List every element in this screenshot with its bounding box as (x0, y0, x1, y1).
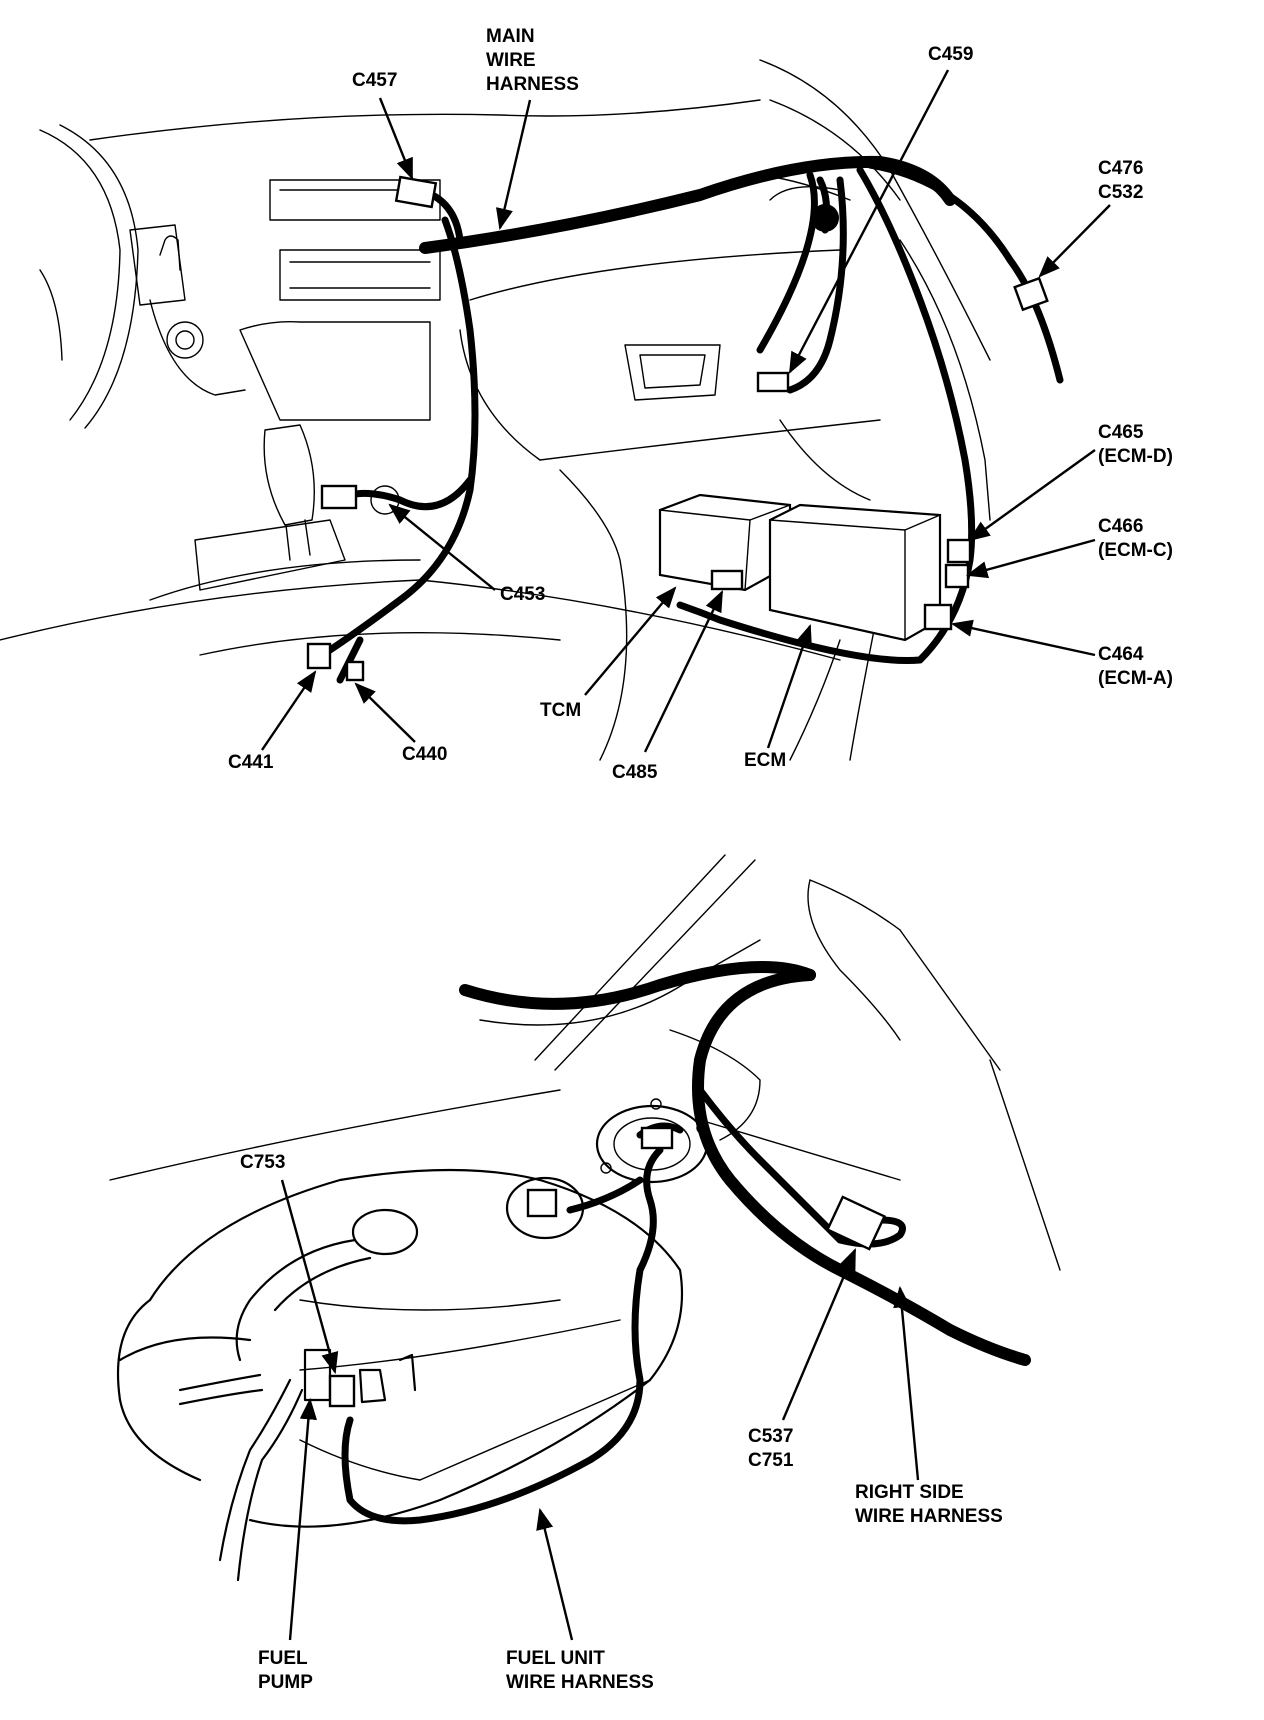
right-side-wire-harness-label-1: RIGHT SIDE (855, 1482, 964, 1503)
c466-connector (944, 563, 970, 589)
c485-label: C485 (612, 762, 658, 783)
main-wire-harness-label-3: HARNESS (486, 74, 579, 95)
c465-label: C465 (1098, 422, 1144, 443)
c753-label: C753 (240, 1152, 285, 1173)
ecm-module (768, 503, 942, 642)
c751-label: C751 (748, 1450, 794, 1471)
c440-connector (345, 660, 365, 682)
leader-lines-top (261, 69, 1111, 753)
c441-label: C441 (228, 752, 274, 773)
c453-connector (320, 484, 358, 510)
fuel-unit-wire-harness-label-1: FUEL UNIT (506, 1648, 605, 1669)
c440-label: C440 (402, 744, 447, 765)
tcm-label: TCM (540, 700, 581, 721)
c465-connector (946, 538, 972, 564)
c459-connector (756, 371, 790, 393)
right-side-wire-harness-label-2: WIRE HARNESS (855, 1506, 1003, 1527)
main-wire-harness-label-1: MAIN (486, 26, 535, 47)
sender-connector (640, 1126, 674, 1150)
c464-connector (923, 603, 953, 631)
c537-connector (825, 1195, 887, 1251)
fuel-wiring-path (341, 961, 1031, 1525)
c457-connector (394, 175, 438, 209)
c441-connector (306, 642, 332, 670)
fuel-unit-wire-harness-label-2: WIRE HARNESS (506, 1672, 654, 1693)
c485-connector (710, 569, 744, 591)
leader-lines-bottom (280, 1179, 920, 1641)
c457-label: C457 (352, 70, 397, 91)
main-wire-harness-path (326, 155, 1064, 684)
ecm-a-label: (ECM-A) (1098, 668, 1173, 689)
c476-connector (1013, 276, 1049, 312)
c537-label: C537 (748, 1426, 793, 1447)
labels-bottom: C753 C537 C751 RIGHT SIDE WIRE HARNESS F… (240, 1152, 1003, 1693)
connectors-bottom (328, 1126, 887, 1408)
c453-label: C453 (500, 584, 545, 605)
ecm-d-label: (ECM-D) (1098, 446, 1173, 467)
connectors-top (306, 175, 1049, 682)
c753-connector (328, 1374, 356, 1408)
fuel-tank-illustration (109, 854, 1061, 1582)
c466-label: C466 (1098, 516, 1143, 537)
fuel-pump-label-1: FUEL (258, 1648, 308, 1669)
c532-label: C532 (1098, 182, 1143, 203)
main-wire-harness-label-2: WIRE (486, 50, 536, 71)
fuel-pump-label-2: PUMP (258, 1672, 313, 1693)
labels-top: MAIN WIRE HARNESS C457 C459 C476 C532 C4… (228, 26, 1173, 783)
c464-label: C464 (1098, 644, 1144, 665)
ecm-label: ECM (744, 750, 786, 771)
c459-label: C459 (928, 44, 973, 65)
ecm-c-label: (ECM-C) (1098, 540, 1173, 561)
c476-label: C476 (1098, 158, 1143, 179)
